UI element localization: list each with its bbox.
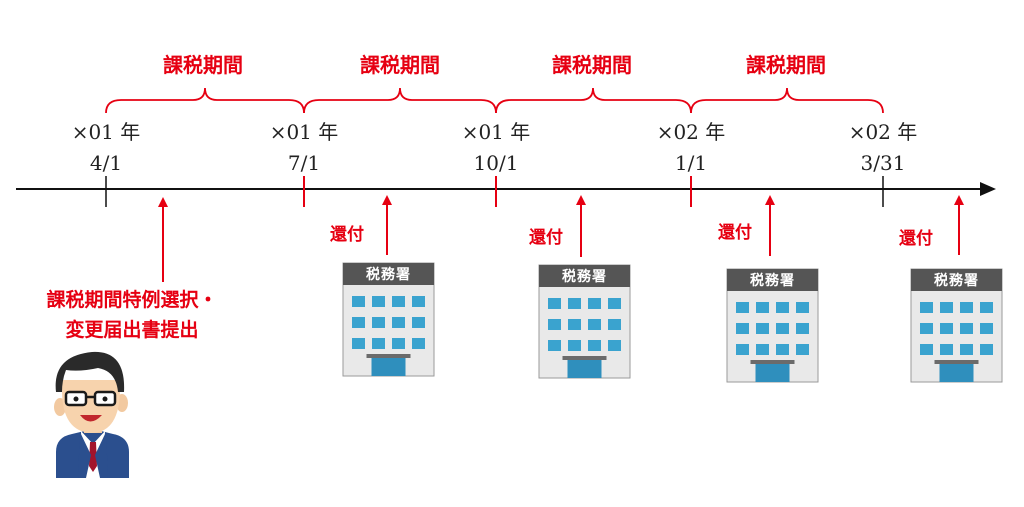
date-year-4: ×02 年 (657, 120, 726, 144)
building-canopy (934, 360, 979, 364)
building-window (776, 302, 789, 313)
period-brace-2 (303, 87, 497, 114)
building-window (392, 317, 405, 328)
building-window (756, 323, 769, 334)
building-sign (727, 269, 818, 291)
building-window (412, 317, 425, 328)
building-window (980, 344, 993, 355)
building-window (352, 338, 365, 349)
building-window (940, 323, 953, 334)
building-window (608, 319, 621, 330)
date-year-5: ×02 年 (849, 120, 918, 144)
tax-office-building-icon: 税務署 (726, 268, 819, 383)
notice-line-1: 課税期間特例選択・ (46, 288, 217, 311)
building-window (588, 340, 601, 351)
date-day-1: 4/1 (90, 151, 122, 175)
building-window (960, 302, 973, 313)
building-window (796, 302, 809, 313)
building-sign (911, 269, 1002, 291)
businessman-icon (54, 351, 129, 478)
building-sign (343, 263, 434, 285)
building-window (548, 298, 561, 309)
building-window (548, 340, 561, 351)
period-brace-4 (690, 87, 884, 114)
building-canopy (750, 360, 795, 364)
building-window (372, 338, 385, 349)
building-sign-text: 税務署 (366, 266, 411, 283)
building-window (588, 298, 601, 309)
tax-office-building-icon: 税務署 (538, 264, 631, 379)
building-window (940, 344, 953, 355)
period-brace-group (105, 87, 884, 114)
building-door (939, 362, 974, 382)
building-window (756, 344, 769, 355)
building-window (736, 344, 749, 355)
building-window (412, 338, 425, 349)
building-window (736, 323, 749, 334)
building-window (568, 319, 581, 330)
date-day-5: 3/31 (861, 151, 906, 175)
building-window (960, 323, 973, 334)
building-window (920, 302, 933, 313)
tax-office-building-icon: 税務署 (342, 262, 435, 377)
building-window (796, 323, 809, 334)
building-window (548, 319, 561, 330)
date-day-2: 7/1 (288, 151, 320, 175)
building-door (371, 356, 406, 376)
building-window (352, 317, 365, 328)
building-window (608, 298, 621, 309)
building-canopy (562, 356, 607, 360)
date-year-1: ×01 年 (72, 120, 141, 144)
building-canopy (366, 354, 411, 358)
period-label-1: 課税期間 (163, 53, 243, 77)
building-window (568, 298, 581, 309)
date-year-2: ×01 年 (270, 120, 339, 144)
building-window (372, 317, 385, 328)
building-sign-text: 税務署 (750, 272, 795, 289)
building-window (392, 296, 405, 307)
timeline-arrowhead (980, 182, 996, 196)
date-day-3: 10/1 (474, 151, 519, 175)
building-window (960, 344, 973, 355)
building-window (980, 323, 993, 334)
building-window (392, 338, 405, 349)
period-brace-3 (495, 87, 692, 114)
building-sign-text: 税務署 (562, 268, 607, 285)
building-window (756, 302, 769, 313)
building-sign (539, 265, 630, 287)
notice-line-2: 変更届出書提出 (65, 318, 198, 341)
building-window (920, 323, 933, 334)
date-year-3: ×01 年 (462, 120, 531, 144)
refund-label-1: 還付 (330, 224, 364, 245)
building-window (608, 340, 621, 351)
building-window (776, 323, 789, 334)
building-window (568, 340, 581, 351)
building-window (352, 296, 365, 307)
building-window (588, 319, 601, 330)
building-window (980, 302, 993, 313)
building-window (776, 344, 789, 355)
building-window (940, 302, 953, 313)
period-label-2: 課税期間 (360, 53, 440, 77)
period-brace-1 (105, 87, 305, 114)
building-door (567, 358, 602, 378)
refund-label-4: 還付 (899, 228, 933, 249)
refund-label-2: 還付 (529, 227, 563, 248)
building-window (372, 296, 385, 307)
date-day-4: 1/1 (675, 151, 707, 175)
tax-office-building-icon: 税務署 (910, 268, 1003, 383)
building-window (736, 302, 749, 313)
period-label-3: 課税期間 (552, 53, 632, 77)
building-window (412, 296, 425, 307)
period-label-4: 課税期間 (746, 53, 826, 77)
refund-label-3: 還付 (718, 222, 752, 243)
building-door (755, 362, 790, 382)
building-sign-text: 税務署 (934, 272, 979, 289)
building-window (920, 344, 933, 355)
building-window (796, 344, 809, 355)
